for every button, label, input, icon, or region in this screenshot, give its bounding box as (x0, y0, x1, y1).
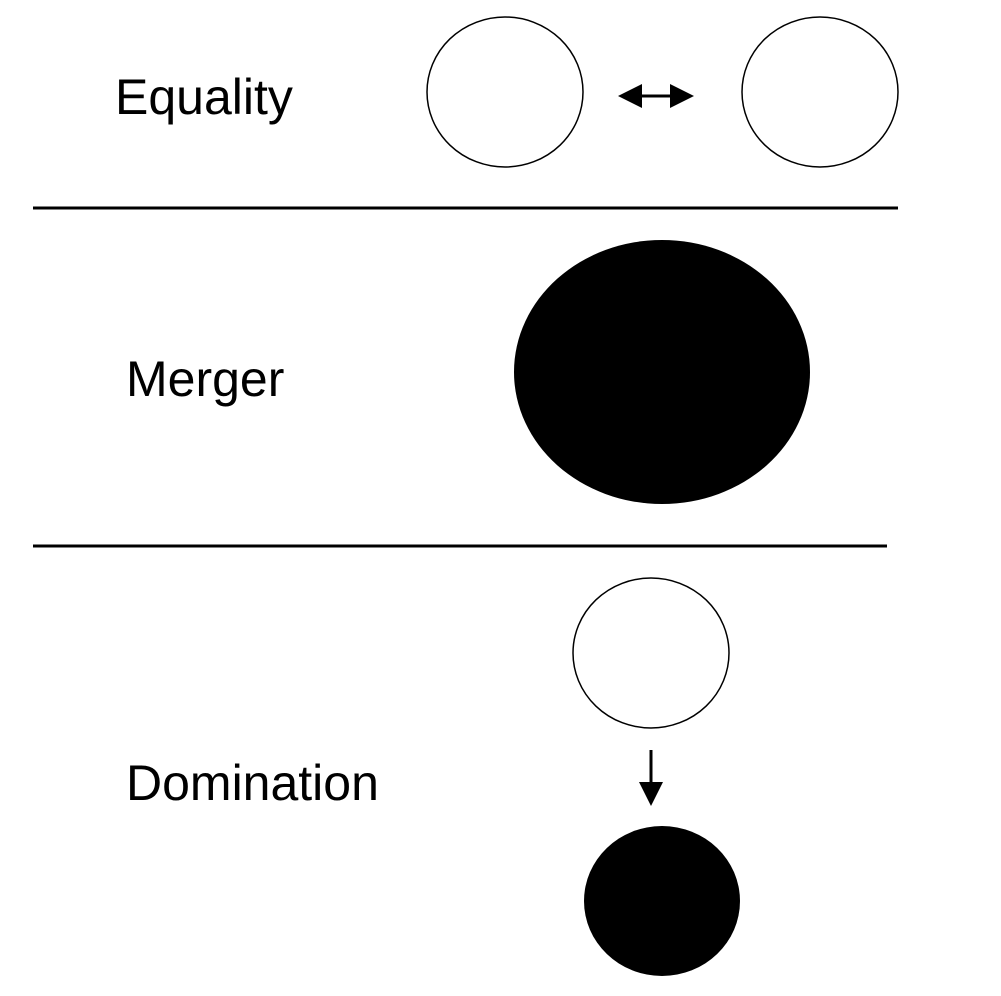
merger-label: Merger (126, 351, 284, 407)
merger-circle (514, 240, 810, 504)
domination-label: Domination (126, 755, 379, 811)
domination-circle-bottom (584, 826, 740, 976)
equality-label: Equality (115, 69, 293, 125)
equality-circle-right (741, 16, 899, 168)
equality-circle-left (426, 16, 584, 168)
domination-circle-top (572, 577, 730, 729)
